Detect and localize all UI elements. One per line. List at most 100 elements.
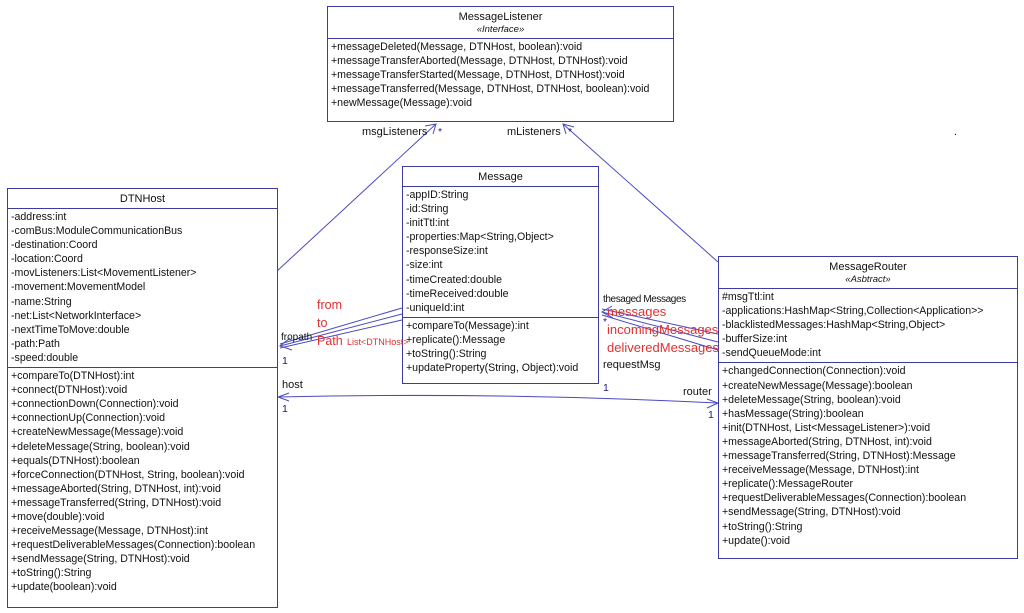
annotation-delivered: deliveredMessages	[607, 340, 720, 355]
class-header: Message	[403, 167, 598, 187]
annotation-path: Path	[317, 334, 343, 348]
annotation-messages: messages	[607, 304, 667, 319]
annotation-from: from	[317, 298, 342, 312]
edge-message-host-2	[279, 313, 403, 347]
arrowhead-host	[276, 392, 290, 402]
mult-msglisteners: *	[438, 126, 443, 138]
class-attribute: -path:Path	[11, 337, 60, 350]
class-method: +newMessage(Message):void	[331, 97, 473, 110]
label-router: router	[683, 386, 712, 398]
edge-message-host-1	[279, 307, 403, 345]
class-method: +toString():String	[406, 348, 487, 361]
class-method: +sendMessage(String, DTNHost):void	[722, 506, 901, 519]
methods-section: +changedConnection(Connection):void+crea…	[719, 362, 1017, 549]
class-method: +compareTo(DTNHost):int	[11, 370, 135, 383]
mult-from-to-path: 1	[282, 355, 288, 367]
class-method: +update(boolean):void	[11, 581, 117, 594]
class-method: +requestDeliverableMessages(Connection):…	[11, 539, 256, 552]
class-header: MessageListener «Interface»	[328, 7, 673, 39]
edge-router-message-1	[601, 308, 719, 335]
class-name: MessageListener	[458, 11, 543, 23]
methods-section: +compareTo(DTNHost):int+connect(DTNHost)…	[8, 367, 277, 597]
class-stereotype: «Interface»	[476, 24, 525, 35]
class-message-listener[interactable]: MessageListener «Interface» +messageDele…	[327, 6, 674, 122]
class-attribute: -responseSize:int	[406, 245, 488, 258]
edge-host-to-listener	[275, 123, 437, 273]
class-method: +update():void	[722, 534, 791, 547]
edge-router-message-3	[601, 314, 719, 351]
methods-section: +compareTo(Message):int+replicate():Mess…	[403, 316, 598, 377]
class-attribute: -name:String	[11, 295, 72, 308]
class-name: DTNHost	[119, 193, 166, 205]
class-attribute: -sendQueueMode:int	[722, 347, 821, 360]
class-stereotype: «Asbtract»	[845, 274, 891, 285]
mult-host: 1	[282, 403, 288, 415]
class-method: +equals(DTNHost):boolean	[11, 454, 140, 467]
class-method: +init(DTNHost, List<MessageListener>):vo…	[722, 421, 931, 434]
class-attribute: -speed:double	[11, 351, 79, 364]
class-method: +messageTransferAborted(Message, DTNHost…	[331, 55, 628, 68]
label-host: host	[282, 379, 303, 391]
label-mlisteners: mListeners	[507, 126, 561, 138]
class-header: MessageRouter «Asbtract»	[719, 257, 1017, 289]
class-header: DTNHost	[8, 189, 277, 209]
class-attribute: -applications:HashMap<String,Collection<…	[722, 305, 984, 318]
class-method: +receiveMessage(Message, DTNHost):int	[11, 525, 208, 538]
annotation-incoming: incomingMessages	[607, 322, 719, 337]
class-method: +hasMessage(String):boolean	[722, 407, 864, 420]
class-method: +compareTo(Message):int	[406, 319, 529, 332]
class-attribute: -initTtl:int	[406, 217, 449, 230]
class-method: +toString():String	[722, 520, 803, 533]
class-method: +messageTransferred(String, DTNHost):voi…	[11, 496, 222, 509]
class-method: +createNewMessage(Message):void	[11, 426, 184, 439]
class-method: +replicate():MessageRouter	[722, 478, 854, 491]
class-attribute: -uniqueId:int	[406, 301, 465, 314]
class-attribute: -address:int	[11, 211, 67, 223]
methods-section: +messageDeleted(Message, DTNHost, boolea…	[328, 39, 673, 112]
class-dtnhost[interactable]: DTNHost -address:int-comBus:ModuleCommun…	[7, 188, 278, 608]
class-attribute: -blacklistedMessages:HashMap<String,Obje…	[722, 319, 946, 332]
mult-mlisteners: *	[568, 126, 573, 138]
class-method: +connectionUp(Connection):void	[11, 412, 165, 425]
class-attribute: -movement:MovementModel	[11, 281, 146, 294]
class-attribute: -appID:String	[406, 189, 469, 201]
class-method: +changedConnection(Connection):void	[722, 365, 906, 378]
class-attribute: -movListeners:List<MovementListener>	[11, 267, 197, 280]
edge-host-router	[277, 394, 719, 404]
arrowhead-router	[706, 398, 720, 409]
class-method: +messageAborted(String, DTNHost, int):vo…	[722, 435, 932, 448]
class-attribute: -destination:Coord	[11, 239, 98, 252]
stray-dot: .	[954, 126, 958, 138]
class-attribute: -timeReceived:double	[406, 287, 509, 300]
class-message-router[interactable]: MessageRouter «Asbtract» #msgTtl:int -app…	[718, 256, 1018, 559]
class-method: +connectionDown(Connection):void	[11, 398, 179, 411]
label-from-to-path-overlap: fropath	[281, 332, 313, 343]
class-method: +deleteMessage(String, boolean):void	[722, 393, 901, 406]
class-method: +receiveMessage(Message, DTNHost):int	[722, 464, 919, 477]
class-method: +updateProperty(String, Object):void	[406, 362, 579, 375]
edge-router-to-listener	[562, 123, 719, 263]
class-method: +messageTransferStarted(Message, DTNHost…	[331, 69, 625, 82]
class-attribute: #msgTtl:int	[722, 291, 774, 303]
edge-router-message-2	[601, 311, 719, 343]
class-attribute: -nextTimeToMove:double	[11, 323, 130, 336]
class-name: MessageRouter	[829, 261, 907, 273]
class-method: +forceConnection(DTNHost, String, boolea…	[11, 468, 245, 481]
class-method: +createNewMessage(Message):boolean	[722, 379, 913, 392]
class-attribute: -properties:Map<String,Object>	[406, 231, 554, 244]
mult-router: 1	[708, 409, 714, 421]
class-attribute: -id:String	[406, 203, 449, 216]
class-attribute: -timeCreated:double	[406, 273, 502, 286]
attributes-section: -address:int-comBus:ModuleCommunicationB…	[8, 209, 277, 367]
class-attribute: -size:int	[406, 259, 443, 272]
arrowhead-listener-right	[562, 123, 575, 135]
class-method: +deleteMessage(String, boolean):void	[11, 440, 190, 453]
class-method: +connect(DTNHost):void	[11, 384, 128, 397]
class-attribute: -location:Coord	[11, 253, 83, 266]
class-method: +move(double):void	[11, 510, 105, 523]
attributes-section: -appID:String -id:String-initTtl:int-prop…	[403, 187, 598, 317]
class-message[interactable]: Message -appID:String -id:String-initTtl:…	[402, 166, 599, 384]
attributes-section: #msgTtl:int -applications:HashMap<String,…	[719, 289, 1017, 362]
class-method: +toString():String	[11, 567, 92, 580]
